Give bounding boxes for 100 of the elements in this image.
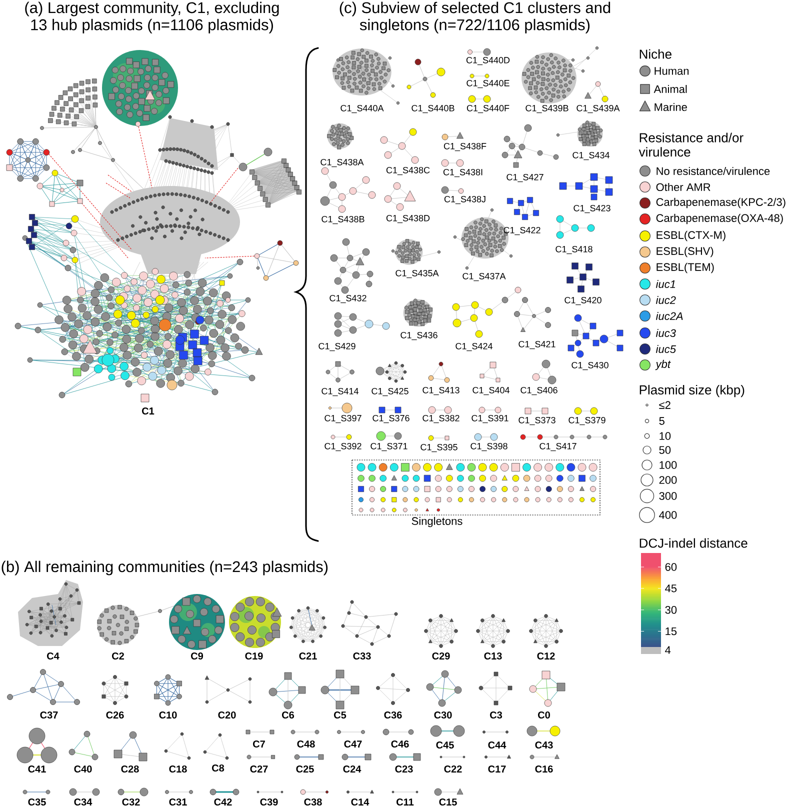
legend-title: DCJ-indel distance (640, 538, 748, 548)
cluster-label: C19 (245, 652, 263, 660)
cluster-label: C43 (535, 741, 553, 749)
cluster-label: C1_S438A (320, 158, 364, 168)
cluster-label: C1_S438C (386, 166, 430, 176)
cluster-label: C1_S373 (518, 416, 556, 426)
cluster-label: C1_S406 (520, 386, 558, 396)
cluster-label: C26 (106, 711, 124, 719)
cluster-label: C32 (122, 798, 140, 806)
cluster-label: C34 (74, 798, 92, 806)
cluster-label: C33 (353, 652, 371, 660)
cluster-label: C35 (28, 798, 46, 806)
cluster-label: C1_S427 (506, 174, 544, 182)
panel-title: (c) Subview of selected C1 clusters and singletons (n=722/1106 plasmids) (340, 2, 610, 34)
cluster-label: C1_S423 (574, 204, 610, 214)
legend-label: ybt (655, 360, 671, 370)
cluster-label: C16 (535, 765, 553, 773)
cluster-label: C28 (121, 765, 139, 773)
cluster-label: C14 (351, 798, 370, 806)
legend-label: ESBL(SHV) (656, 246, 714, 258)
legend-title: Niche (640, 49, 672, 59)
cluster-label: C10 (159, 711, 177, 719)
cluster-label: C1_S440E (466, 80, 510, 88)
legend-label: iuc5 (656, 344, 676, 354)
legend-label: 10 (660, 432, 671, 440)
cluster-label: C4 (47, 652, 60, 660)
panel-title: (b) All remaining communities (n=243 plasmids) (2, 560, 328, 576)
legend-title: Resistance and/or virulence (638, 132, 744, 157)
legend-label: iuc3 (656, 328, 676, 338)
cluster-label: C11 (396, 798, 414, 806)
legend-label: Animal (654, 84, 687, 94)
cluster-label: C1_S379 (568, 416, 606, 426)
cluster-label: C1_S422 (504, 226, 540, 236)
legend-label: Marine (654, 102, 687, 112)
cluster-label: C46 (391, 740, 409, 748)
cluster-label: C13 (484, 652, 502, 660)
cluster-label: C27 (250, 765, 268, 773)
legend-label: ≤2 (659, 401, 670, 409)
cluster-label: C20 (218, 711, 236, 719)
cluster-label: C40 (74, 765, 92, 773)
cluster-label: C1_S437A (462, 272, 506, 282)
cluster-label: C1_S418 (556, 246, 592, 254)
cluster-label: C1_S438B (322, 216, 364, 224)
cluster-label: C21 (299, 652, 317, 660)
cluster-label: C1_S440A (340, 104, 384, 114)
cluster-label: C17 (488, 765, 506, 773)
cluster-label: C1_S376 (372, 414, 410, 424)
cluster-label: C38 (304, 798, 322, 806)
cluster-label: C30 (434, 711, 452, 719)
cluster-label: C1_S440B (412, 104, 454, 114)
cluster-label: C1_S397 (324, 414, 362, 424)
legend-label: Human (654, 67, 689, 75)
cluster-label: C29 (432, 652, 450, 660)
legend-label: Carbapenemase(KPC-2/3) (656, 198, 786, 208)
tick-label: 30 (665, 606, 677, 614)
cluster-label: C1_S382 (422, 414, 460, 424)
legend-label: 50 (659, 446, 671, 454)
cluster-label: C23 (395, 765, 413, 773)
cluster-label: C5 (334, 711, 346, 719)
cluster-label: C1_S440D (466, 56, 510, 66)
cluster-label: C45 (436, 741, 454, 749)
cluster-label: C8 (212, 764, 224, 772)
panel-title: (a) Largest community, C1, excluding 13 hub plasmids (n=1106 plasmids) (25, 2, 279, 34)
cluster-label: C1_S438D (386, 214, 430, 224)
cluster-label: C1_S413 (422, 386, 460, 396)
cluster-label: C1_S438I (443, 168, 482, 178)
cluster-label: C1_S417 (540, 442, 576, 452)
cluster-label: C1_S392 (324, 442, 362, 452)
cluster-label: C39 (260, 798, 278, 806)
legend-label: 100 (660, 461, 677, 469)
cluster-label: C1_S371 (370, 442, 408, 452)
tick-label: 4 (665, 646, 671, 654)
cluster-label: C1_S436 (400, 332, 438, 340)
cluster-label: C1_S395 (420, 444, 458, 452)
cluster-label: C1_S391 (472, 414, 508, 424)
cluster-label: C1_S420 (564, 296, 602, 306)
legend-label: ESBL(TEM) (656, 262, 714, 274)
cluster-label: C7 (253, 740, 265, 748)
legend-label: 200 (659, 476, 677, 484)
legend-label: iuc1 (656, 280, 676, 288)
cluster-label: C18 (169, 765, 187, 773)
cluster-label: C1 (142, 407, 154, 415)
cluster-label: C1_S439B (526, 104, 568, 114)
cluster-label: C12 (537, 652, 555, 660)
cluster-label: C1_S429 (318, 342, 356, 352)
legend-title: Plasmid size (kbp) (640, 384, 744, 398)
cluster-label: C42 (214, 798, 232, 806)
cluster-label: C25 (296, 765, 314, 773)
cluster-label: C1_S424 (456, 342, 492, 352)
cluster-label: C0 (538, 711, 550, 719)
cluster-label: C1_S398 (470, 442, 508, 452)
cluster-label: C22 (444, 765, 462, 773)
cluster-label: C37 (40, 711, 58, 719)
legend-label: 400 (659, 511, 677, 519)
legend-label: iuc2A (656, 312, 683, 320)
legend-label: ESBL(CTX-M) (656, 230, 726, 242)
cluster-label: C1_S438J (444, 196, 486, 204)
tick-label: 60 (665, 563, 677, 571)
cluster-label: C1_S434 (572, 152, 610, 160)
cluster-label: C2 (112, 652, 124, 660)
